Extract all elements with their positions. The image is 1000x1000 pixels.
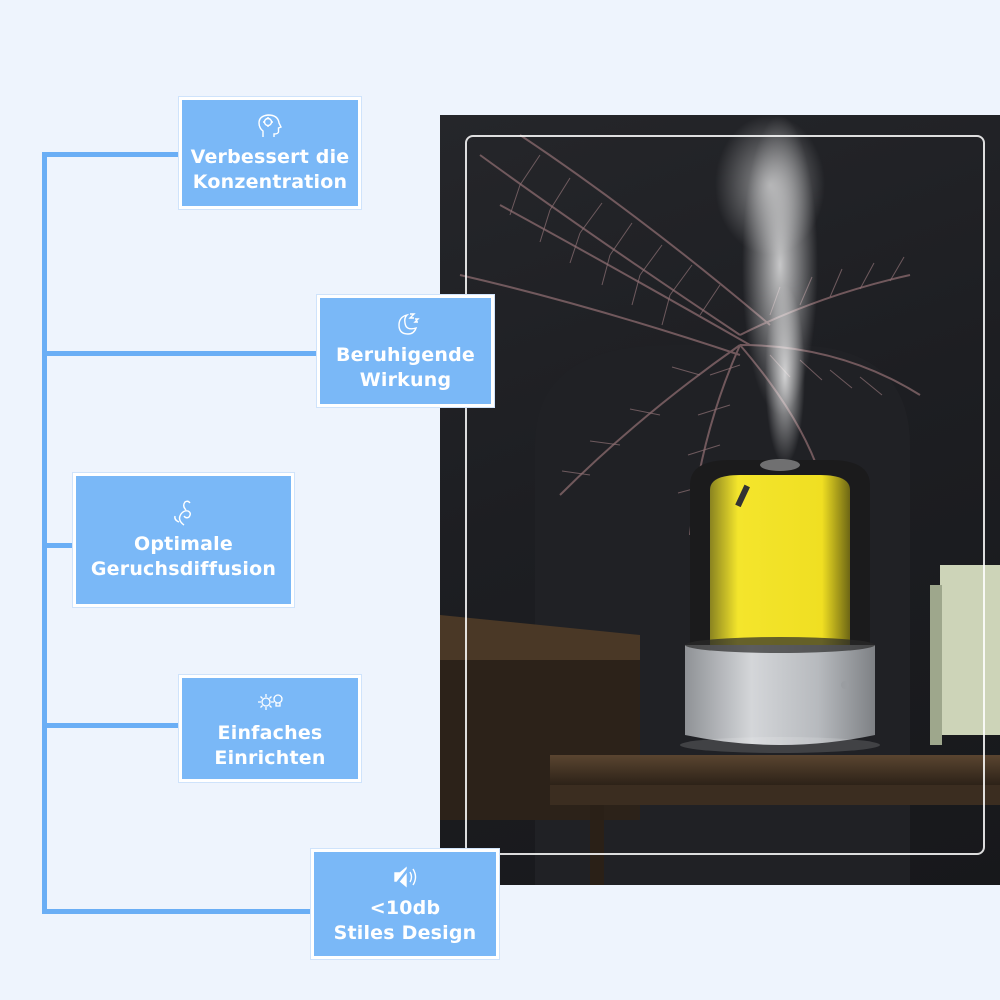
connector-branch-1 xyxy=(42,152,182,157)
feature-box-setup: Einfaches Einrichten xyxy=(179,675,361,782)
photo-frame xyxy=(465,135,985,855)
speaker-mute-icon xyxy=(390,862,420,892)
connector-branch-4 xyxy=(42,723,182,728)
feature-box-diffusion: Optimale Geruchsdiffusion xyxy=(73,473,294,607)
feature-box-calming: Beruhigende Wirkung xyxy=(317,295,494,407)
gear-bulb-icon xyxy=(255,687,285,717)
moon-sleep-icon xyxy=(391,309,421,339)
feature-box-concentration: Verbessert die Konzentration xyxy=(179,97,361,209)
connector-branch-5 xyxy=(42,909,314,914)
connector-branch-2 xyxy=(42,351,320,356)
connector-branch-3 xyxy=(42,543,76,548)
brain-head-icon xyxy=(255,111,285,141)
aroma-swirl-icon xyxy=(169,498,199,528)
feature-box-design: <10db Stiles Design xyxy=(311,849,499,959)
feature-label-setup: Einfaches Einrichten xyxy=(214,721,326,769)
aroma-diffuser-photo xyxy=(440,115,1000,885)
connector-trunk xyxy=(42,152,47,914)
feature-label-diffusion: Optimale Geruchsdiffusion xyxy=(90,533,277,580)
feature-label-calming: Beruhigende Wirkung xyxy=(335,344,475,391)
feature-label-design: <10db Stiles Design xyxy=(333,897,477,944)
feature-label-concentration: Verbessert die Konzentration xyxy=(190,146,350,193)
